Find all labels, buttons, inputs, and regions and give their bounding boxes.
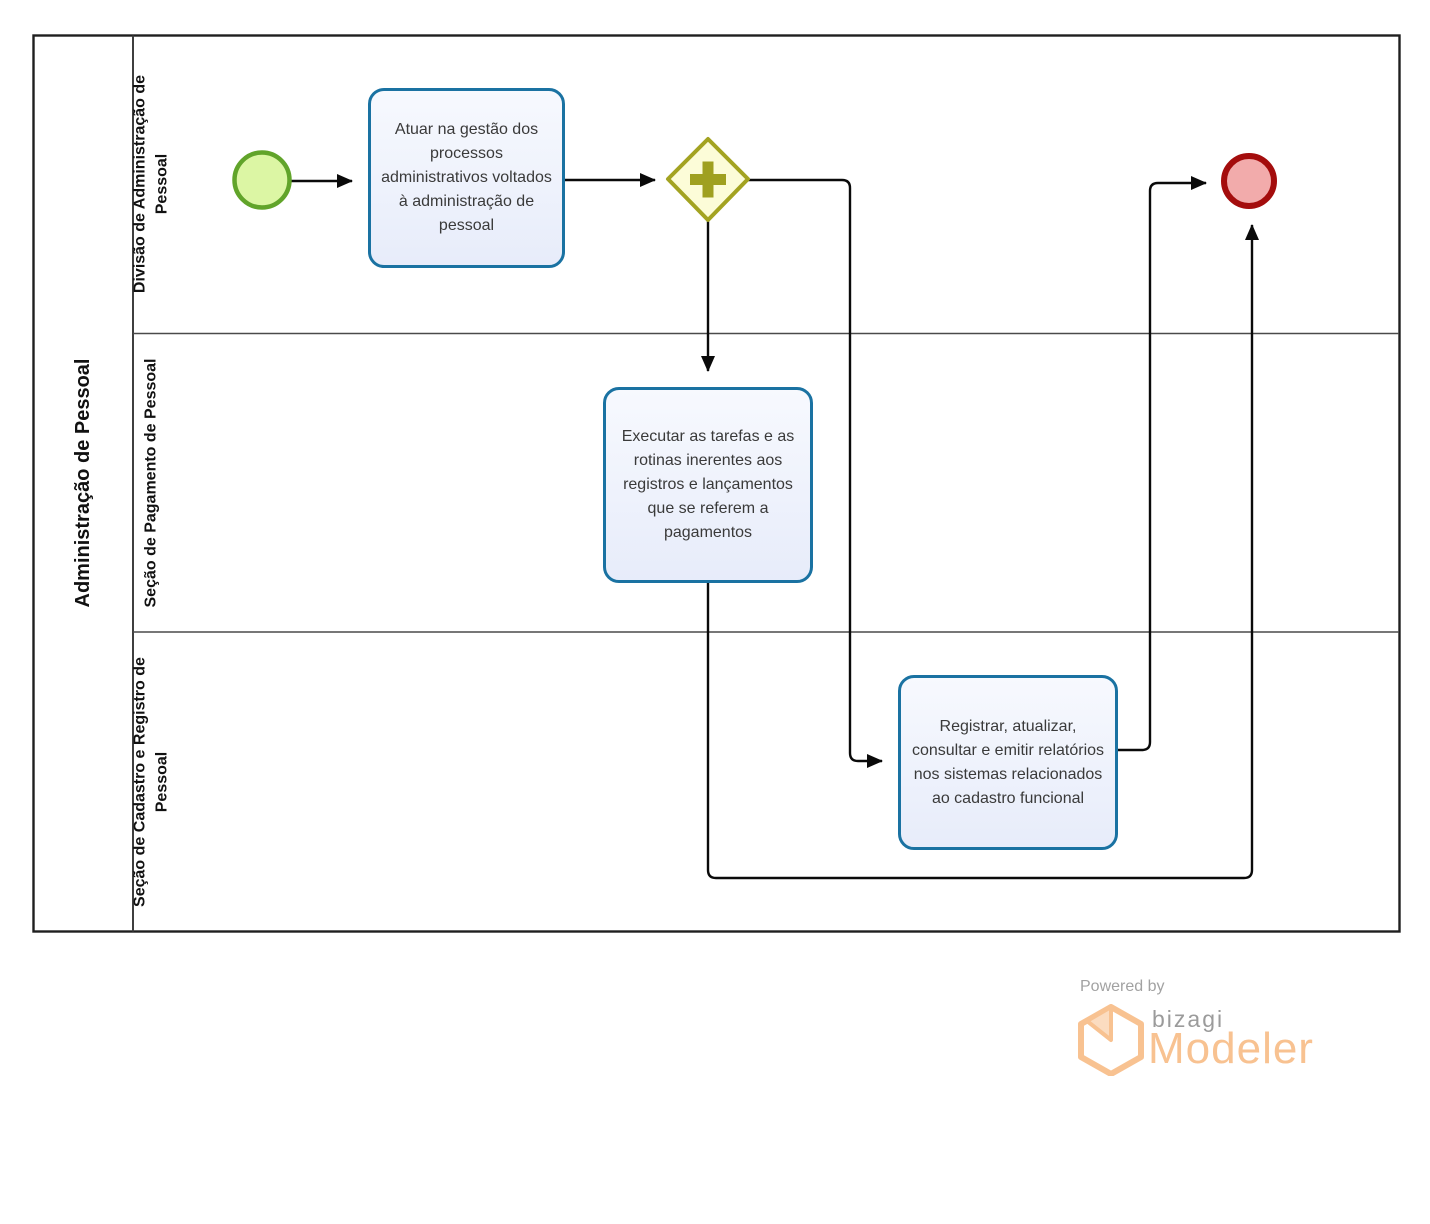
lane-label-secao-cadastro: Seção de Cadastro e Registro de Pessoal <box>131 657 171 907</box>
task-label: Registrar, atualizar, consultar e emitir… <box>911 717 1105 807</box>
plus-icon <box>690 161 726 198</box>
pool-title: Administração de Pessoal <box>71 358 94 608</box>
task-atuar-na-gestao: Atuar na gestão dos processos administra… <box>368 88 565 268</box>
end-event <box>1221 153 1277 209</box>
sequence-flow-gateway-to-registrar <box>748 178 883 768</box>
bizagi-hexagon-icon <box>1078 1004 1144 1076</box>
powered-by-label: Powered by <box>1080 978 1165 995</box>
sequence-flow-registrar-to-end <box>1118 176 1207 752</box>
task-label: Executar as tarefas e as rotinas inerent… <box>621 428 795 541</box>
start-event <box>232 150 292 210</box>
task-label: Atuar na gestão dos processos administra… <box>381 121 552 234</box>
bizagi-modeler-logo: Powered by bizagi Modeler <box>1076 976 1356 1086</box>
task-registrar-atualizar: Registrar, atualizar, consultar e emitir… <box>898 675 1118 850</box>
lane-label-secao-pagamento: Seção de Pagamento de Pessoal <box>142 358 160 608</box>
task-executar-tarefas: Executar as tarefas e as rotinas inerent… <box>603 387 813 583</box>
pool-border <box>32 34 1401 933</box>
sequence-flow-executar-to-end <box>706 224 1259 880</box>
product-name: Modeler <box>1148 1024 1314 1073</box>
brand-name: bizagi <box>1152 1006 1225 1032</box>
lane-label-divisao-administracao: Divisão de Administração de Pessoal <box>131 74 171 294</box>
